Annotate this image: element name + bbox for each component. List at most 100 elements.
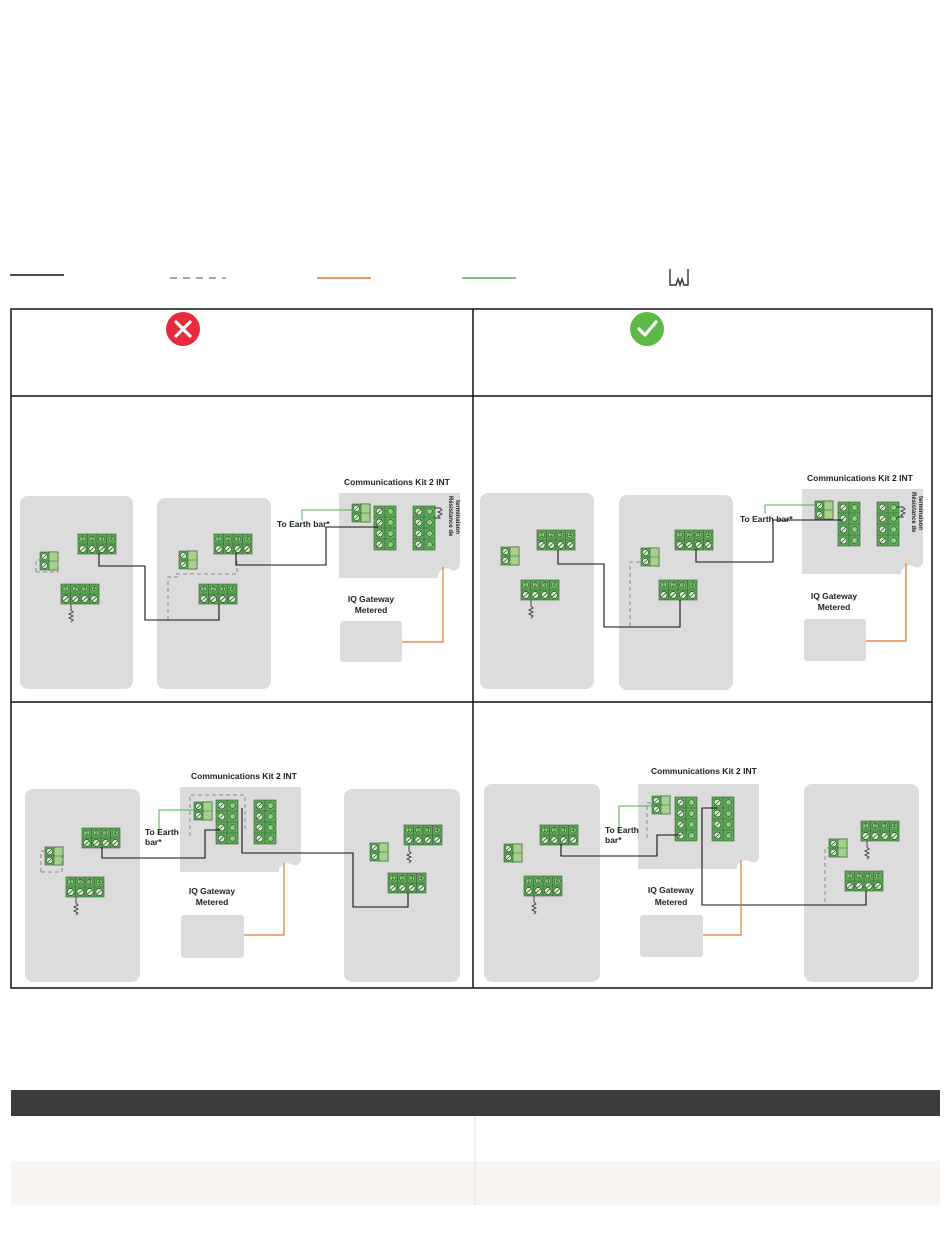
terminal-number: 3	[88, 880, 92, 886]
gateway-box	[181, 915, 244, 958]
terminal-number: 3	[681, 583, 685, 589]
gateway-label: Metered	[655, 897, 688, 907]
terminal-number: 4	[707, 533, 711, 539]
panel-bottom-right: Communications Kit 2 INT To Earth bar* I…	[484, 766, 919, 982]
resistor-label: Résistance de	[447, 496, 453, 537]
gateway-label: Metered	[196, 897, 229, 907]
comparison-grid	[10, 308, 933, 989]
terminal-number: 4	[572, 828, 576, 834]
legend	[10, 269, 689, 288]
terminal-number: 4	[93, 587, 97, 593]
to-earth-label: To Earth	[605, 825, 639, 835]
terminal-number: 3	[104, 831, 108, 837]
terminal-number: 1	[678, 533, 682, 539]
terminal-number: 4	[556, 879, 560, 885]
terminal-number: 2	[553, 828, 557, 834]
terminal-number: 2	[91, 537, 95, 543]
terminal-number: 4	[246, 537, 250, 543]
terminal-number: 3	[543, 583, 547, 589]
table-header	[11, 1090, 940, 1116]
to-earth-bar-label: To Earth bar*	[740, 514, 793, 524]
terminal-number: 3	[236, 537, 240, 543]
terminal-number: 3	[100, 537, 104, 543]
terminal-number: 4	[436, 828, 440, 834]
terminal-number: 2	[688, 533, 692, 539]
gateway-label: Metered	[355, 605, 388, 615]
resistor-label: Résistance de	[910, 492, 916, 533]
to-earth-bar-label: To Earth bar*	[277, 519, 330, 529]
terminal-number: 2	[550, 533, 554, 539]
terminal-number: 2	[401, 876, 405, 882]
terminal-number: 1	[85, 831, 89, 837]
info-table	[11, 1090, 940, 1205]
terminal-number: 1	[69, 880, 73, 886]
terminal-number: 2	[672, 583, 676, 589]
terminal-number: 3	[546, 879, 550, 885]
terminal-number: 2	[858, 874, 862, 880]
comms-kit-label: Communications Kit 2 INT	[344, 477, 451, 487]
gateway-label: IQ Gateway	[189, 886, 236, 896]
terminal-number: 4	[231, 587, 235, 593]
terminal-number: 1	[662, 583, 666, 589]
terminal-number: 1	[217, 537, 221, 543]
terminal-number: 1	[407, 828, 411, 834]
gateway-box	[804, 619, 866, 661]
terminal-number: 1	[524, 583, 528, 589]
gateway-label: Metered	[818, 602, 851, 612]
gateway-label: IQ Gateway	[648, 885, 695, 895]
comms-kit-label: Communications Kit 2 INT	[651, 766, 758, 776]
terminal-number: 2	[534, 583, 538, 589]
termination-resistor-icon	[669, 269, 689, 288]
terminal-number: 1	[81, 537, 85, 543]
terminal-number: 1	[391, 876, 395, 882]
terminal-number: 2	[95, 831, 99, 837]
terminal-number: 4	[114, 831, 118, 837]
gateway-box	[340, 621, 402, 662]
terminal-number: 1	[202, 587, 206, 593]
gateway-label: IQ Gateway	[811, 591, 858, 601]
terminal-number: 2	[212, 587, 216, 593]
gateway-label: IQ Gateway	[348, 594, 395, 604]
terminal-number: 2	[74, 587, 78, 593]
check-circle-icon	[630, 312, 664, 346]
panel-top-right: Communications Kit 2 INT To Earth bar* I…	[480, 473, 923, 690]
terminal-number: 2	[79, 880, 83, 886]
terminal-number: 1	[64, 587, 68, 593]
terminal-number: 3	[883, 824, 887, 830]
to-earth-label: To Earth	[145, 827, 179, 837]
terminal-number: 4	[98, 880, 102, 886]
x-circle-icon	[166, 312, 200, 346]
terminal-number: 1	[543, 828, 547, 834]
bar-label: bar*	[605, 835, 622, 845]
resistor-label: terminaison	[917, 496, 923, 530]
terminal-number: 1	[848, 874, 852, 880]
comms-kit-label: Communications Kit 2 INT	[191, 771, 298, 781]
terminal-number: 3	[867, 874, 871, 880]
terminal-number: 4	[110, 537, 114, 543]
comms-kit-label: Communications Kit 2 INT	[807, 473, 914, 483]
terminal-number: 4	[691, 583, 695, 589]
terminal-number: 2	[537, 879, 541, 885]
terminal-number: 3	[410, 876, 414, 882]
terminal-number: 3	[221, 587, 225, 593]
bar-label: bar*	[145, 837, 162, 847]
resistor-label: terminaison	[454, 500, 460, 534]
terminal-number: 2	[227, 537, 231, 543]
comms-kit-enclosure	[180, 787, 301, 872]
terminal-number: 3	[426, 828, 430, 834]
terminal-number: 3	[697, 533, 701, 539]
panel-top-left: Communications Kit 2 INT To Earth bar* I…	[20, 477, 460, 689]
terminal-number: 4	[420, 876, 424, 882]
terminal-number: 3	[562, 828, 566, 834]
terminal-number: 3	[83, 587, 87, 593]
terminal-number: 1	[540, 533, 544, 539]
terminal-number: 4	[569, 533, 573, 539]
terminal-number: 2	[417, 828, 421, 834]
terminal-number: 4	[877, 874, 881, 880]
terminal-number: 2	[874, 824, 878, 830]
gateway-box	[640, 915, 703, 957]
terminal-number: 1	[864, 824, 868, 830]
panel-bottom-left: Communications Kit 2 INT To Earth bar* I…	[25, 771, 460, 982]
